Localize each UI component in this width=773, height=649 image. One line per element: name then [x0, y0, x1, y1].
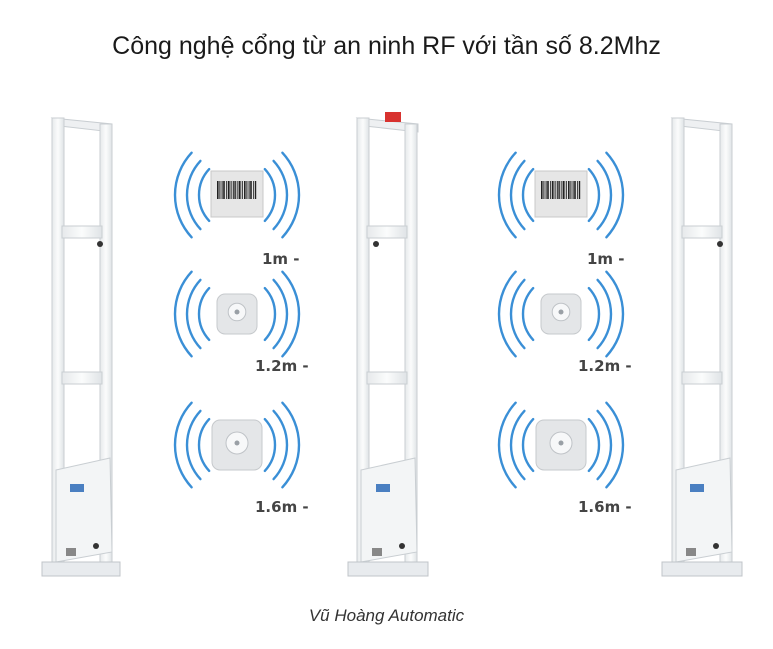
security-gate-antenna-center — [347, 112, 429, 577]
footer-credit: Vũ Hoàng Automatic — [308, 606, 465, 625]
distance-label-left-2: 1.2m - — [255, 357, 309, 375]
hard-tag-icon — [497, 270, 625, 358]
distance-label-left-1: 1m - — [262, 250, 300, 268]
barcode-label-icon — [173, 151, 301, 239]
hard-tag-icon — [497, 401, 625, 489]
hard-tag-icon — [173, 401, 301, 489]
distance-label-left-3: 1.6m - — [255, 498, 309, 516]
alarm-light-icon — [385, 112, 401, 122]
security-gate-antenna-left — [41, 117, 121, 577]
barcode-label-icon — [497, 151, 625, 239]
distance-label-right-1: 1m - — [587, 250, 625, 268]
distance-label-right-2: 1.2m - — [578, 357, 632, 375]
hard-tag-icon — [173, 270, 301, 358]
security-gate-antenna-right — [661, 117, 743, 577]
page-title: Công nghệ cổng từ an ninh RF với tần số … — [112, 32, 661, 60]
distance-label-right-3: 1.6m - — [578, 498, 632, 516]
